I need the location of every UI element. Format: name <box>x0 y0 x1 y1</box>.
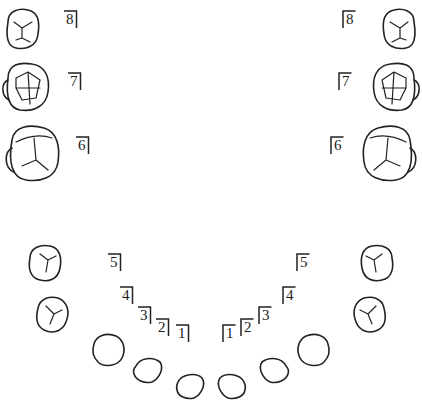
quadrant-bracket <box>176 325 189 342</box>
quadrant-bracket <box>343 11 356 28</box>
quadrant-bracket <box>138 307 151 324</box>
quadrant-bracket <box>64 11 77 28</box>
tooth-number: 4 <box>286 288 294 303</box>
left-teeth <box>218 9 419 398</box>
quadrant-bracket <box>120 287 133 304</box>
quadrant-bracket <box>331 137 344 154</box>
tooth-number: 4 <box>122 288 130 303</box>
quadrant-bracket <box>76 137 89 154</box>
tooth-number: 8 <box>346 12 354 27</box>
quadrant-bracket <box>108 254 121 271</box>
tooth-number: 8 <box>66 12 74 27</box>
quadrant-bracket <box>223 325 236 342</box>
right-teeth <box>3 9 204 398</box>
tooth-number: 5 <box>110 255 118 270</box>
tooth-number: 2 <box>244 320 252 335</box>
quadrant-bracket <box>297 254 310 271</box>
quadrant-bracket <box>241 319 254 336</box>
tooth-number: 6 <box>334 138 342 153</box>
tooth-number: 2 <box>158 320 166 335</box>
tooth-number: 7 <box>342 74 350 89</box>
quadrant-bracket <box>339 73 352 90</box>
tooth-number: 1 <box>178 326 186 341</box>
quadrant-bracket <box>259 307 272 324</box>
quadrant-bracket <box>68 73 81 90</box>
tooth-number: 5 <box>300 255 308 270</box>
quadrant-bracket <box>156 319 169 336</box>
tooth-number: 3 <box>140 308 148 323</box>
tooth-number: 3 <box>262 308 270 323</box>
tooth-number: 1 <box>226 326 234 341</box>
quadrant-bracket <box>283 287 296 304</box>
tooth-number: 7 <box>70 74 78 89</box>
tooth-number: 6 <box>78 138 86 153</box>
